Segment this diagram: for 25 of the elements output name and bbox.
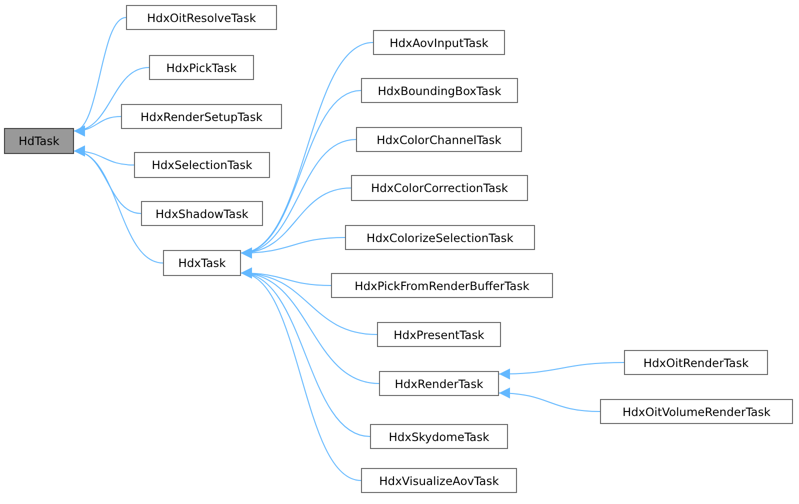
inheritance-arrow (498, 388, 600, 412)
class-box: HdxPresentTask (377, 322, 501, 347)
class-box: HdxTask (163, 250, 241, 276)
class-box: HdxAovInputTask (373, 30, 505, 55)
class-box: HdxOitRenderTask (624, 350, 768, 375)
class-box: HdxColorChannelTask (356, 127, 522, 152)
class-box: HdxColorizeSelectionTask (345, 225, 535, 250)
inheritance-arrow (240, 270, 362, 481)
class-box: HdxPickTask (149, 55, 254, 80)
class-box: HdxRenderTask (379, 371, 499, 396)
inheritance-arrow (498, 362, 624, 380)
class-box: HdxSkydomeTask (370, 424, 508, 449)
class-box: HdxPickFromRenderBufferTask (331, 273, 553, 298)
inheritance-arrow (240, 237, 346, 258)
class-box: HdxColorCorrectionTask (351, 175, 528, 201)
class-box: HdxVisualizeAovTask (361, 468, 517, 493)
class-box: HdxOitResolveTask (126, 5, 277, 30)
inheritance-arrow (74, 148, 164, 264)
class-box: HdxBoundingBoxTask (361, 78, 518, 103)
class-box: HdxShadowTask (141, 201, 263, 226)
class-box: HdxOitVolumeRenderTask (600, 399, 793, 424)
class-box: HdxSelectionTask (134, 152, 270, 178)
class-box: HdxRenderSetupTask (121, 104, 282, 129)
inheritance-arrow (74, 116, 122, 136)
class-box: HdTask (4, 128, 74, 154)
